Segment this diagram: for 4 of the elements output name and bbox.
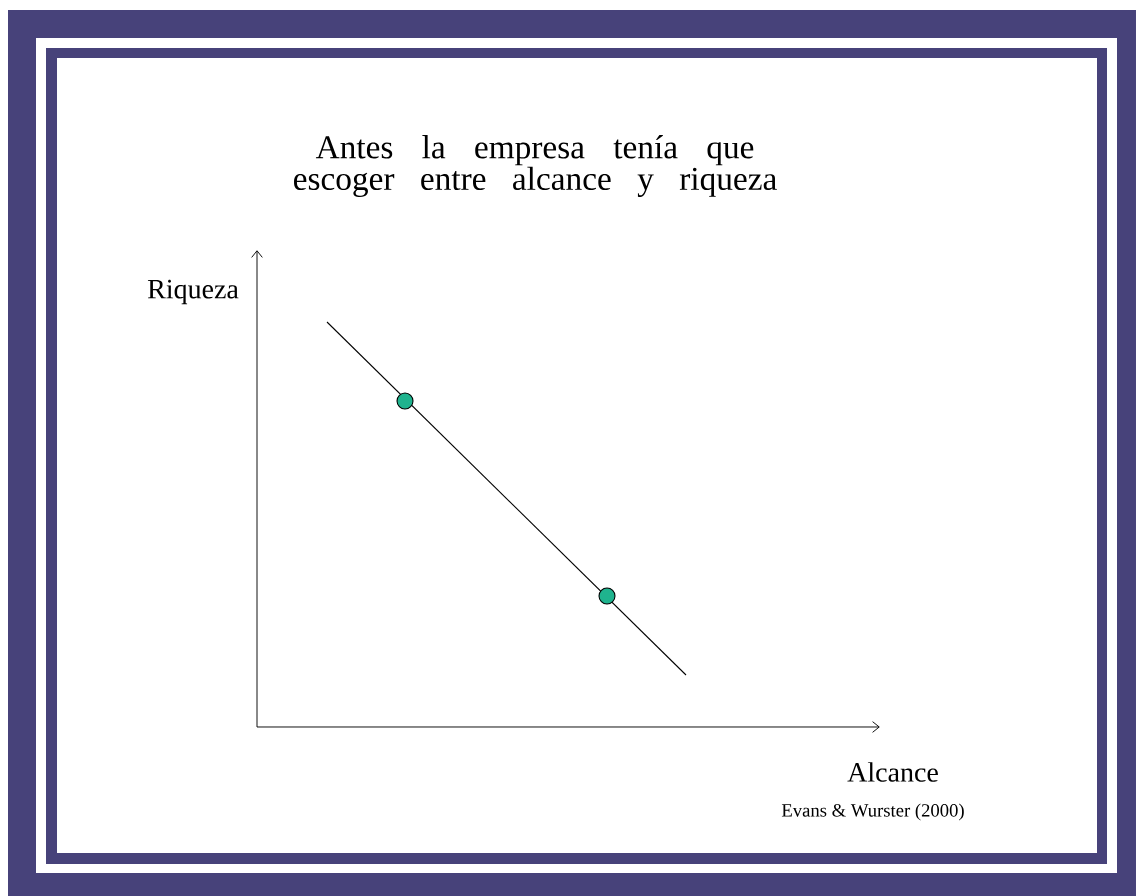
axis-label: Alcance: [847, 762, 938, 782]
title: Antes la empresa tenía que escoger entre alcance y riqueza: [294, 135, 777, 197]
citation: Evans & Wurster (2000): [781, 803, 964, 821]
axis-label: Riqueza: [147, 279, 239, 305]
